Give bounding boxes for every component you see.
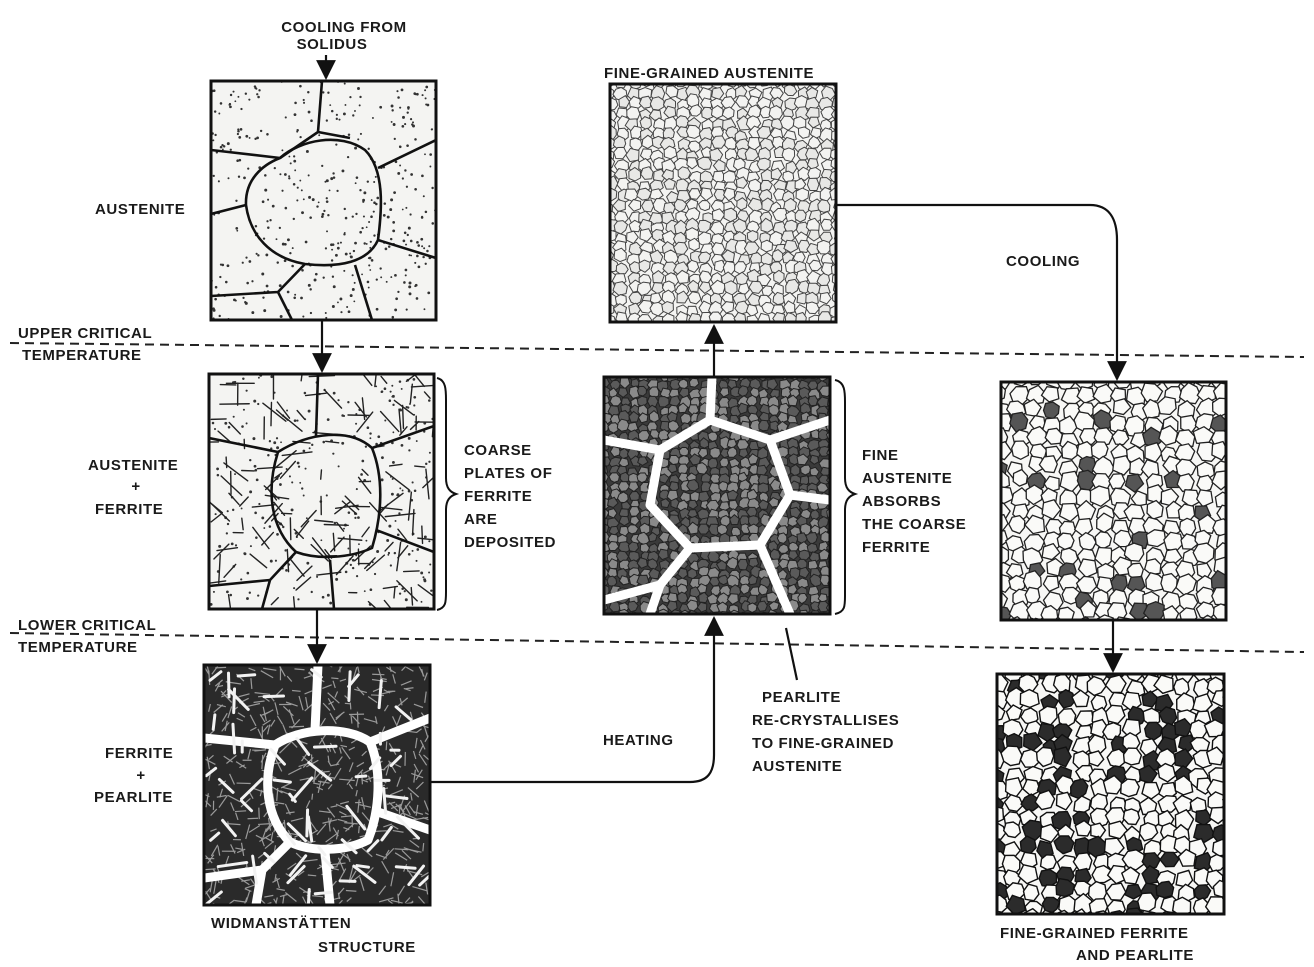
label-austenite-ferrite-1: AUSTENITE [88, 457, 178, 474]
label-coarse-4: ARE [464, 511, 497, 528]
label-pearlite-1: PEARLITE [762, 689, 841, 706]
label-austenite: AUSTENITE [95, 201, 185, 218]
label-pearlite-2: RE-CRYSTALLISES [752, 712, 899, 729]
label-austenite-ferrite-3: FERRITE [95, 501, 163, 518]
label-widmanstatten: WIDMANSTÄTTEN [211, 915, 351, 932]
label-lower-critical-2: TEMPERATURE [18, 639, 138, 656]
panel-austenite [210, 80, 436, 320]
label-cooling-from: COOLING FROM [281, 19, 407, 36]
label-coarse-3: FERRITE [464, 488, 532, 505]
pearlite-pointer [786, 628, 797, 680]
brace-fine-austenite [835, 380, 855, 614]
label-solidus: SOLIDUS [297, 36, 368, 53]
label-cooling: COOLING [1006, 253, 1080, 270]
label-upper-critical-1: UPPER CRITICAL [18, 325, 152, 342]
label-fine-absorbs-5: FERRITE [862, 539, 930, 556]
label-coarse-5: DEPOSITED [464, 534, 556, 551]
label-fine-grained-austenite: FINE-GRAINED AUSTENITE [604, 65, 814, 82]
label-fine-absorbs-1: FINE [862, 447, 899, 464]
label-upper-critical-2: TEMPERATURE [22, 347, 142, 364]
label-heating: HEATING [603, 732, 674, 749]
label-ferrite-pearlite-1: FERRITE [105, 745, 173, 762]
brace-coarse-plates [437, 378, 456, 610]
label-coarse-2: PLATES OF [464, 465, 552, 482]
panel-ferrite-pearlite [200, 658, 437, 915]
panel-fine-austenite-absorbs [586, 360, 841, 625]
label-structure: STRUCTURE [318, 939, 416, 956]
label-fine-grained-ferrite: FINE-GRAINED FERRITE [1000, 925, 1189, 942]
upper-critical-line [10, 343, 1304, 357]
label-and-pearlite: AND PEARLITE [1076, 947, 1194, 964]
label-fine-absorbs-3: ABSORBS [862, 493, 941, 510]
label-pearlite-3: TO FINE-GRAINED [752, 735, 894, 752]
label-ferrite-pearlite-2: + [136, 767, 145, 784]
panel-fine-grained-austenite [589, 63, 847, 339]
label-pearlite-4: AUSTENITE [752, 758, 842, 775]
label-ferrite-pearlite-3: PEARLITE [94, 789, 173, 806]
label-lower-critical-1: LOWER CRITICAL [18, 617, 156, 634]
panel-fine-grained-ferrite-pearlite [968, 646, 1247, 933]
label-fine-absorbs-4: THE COARSE [862, 516, 966, 533]
panel-austenite-ferrite [201, 365, 442, 620]
lower-critical-line [10, 633, 1304, 652]
label-fine-absorbs-2: AUSTENITE [862, 470, 952, 487]
label-coarse-1: COARSE [464, 442, 532, 459]
label-austenite-ferrite-2: + [131, 478, 140, 495]
panel-fine-ferrite-austenite [971, 353, 1252, 641]
